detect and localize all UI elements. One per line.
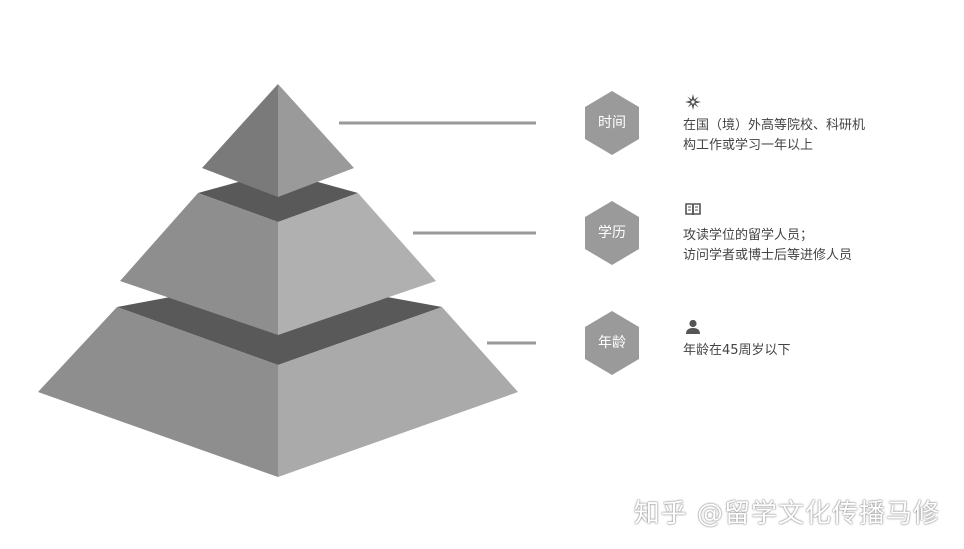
pyramid-middle-right-face bbox=[278, 193, 436, 335]
pyramid-apex-left-face bbox=[202, 84, 278, 197]
hexagon-label-time: 时间 bbox=[598, 115, 626, 131]
pyramid-apex-right-face bbox=[278, 84, 354, 197]
hexagon-age bbox=[585, 311, 639, 375]
description-age: 年龄在45周岁以下 bbox=[683, 341, 791, 361]
pyramid-base-left-face bbox=[38, 307, 278, 477]
hexagon-label-age: 年龄 bbox=[598, 335, 626, 351]
description-education-line-1: 攻读学位的留学人员； bbox=[683, 228, 814, 243]
pyramid-middle-left-face bbox=[120, 193, 278, 335]
description-time: 在国（境）外高等院校、科研机 构工作或学习一年以上 bbox=[683, 116, 865, 156]
book-icon bbox=[685, 203, 701, 216]
description-education: 攻读学位的留学人员； 访问学者或博士后等进修人员 bbox=[683, 226, 852, 266]
person-icon bbox=[686, 319, 700, 334]
watermark: 知乎 @留学文化传播马修 bbox=[633, 499, 940, 529]
hexagon-education bbox=[585, 201, 639, 265]
compass-star-icon bbox=[685, 94, 701, 110]
description-age-line-1: 年龄在45周岁以下 bbox=[683, 343, 791, 358]
description-time-line-2: 构工作或学习一年以上 bbox=[683, 138, 814, 153]
hexagon-time bbox=[585, 91, 639, 155]
description-time-line-1: 在国（境）外高等院校、科研机 bbox=[683, 118, 866, 133]
description-education-line-2: 访问学者或博士后等进修人员 bbox=[683, 248, 853, 263]
hexagon-label-education: 学历 bbox=[598, 225, 626, 241]
pyramid-base-right-face bbox=[278, 307, 518, 477]
